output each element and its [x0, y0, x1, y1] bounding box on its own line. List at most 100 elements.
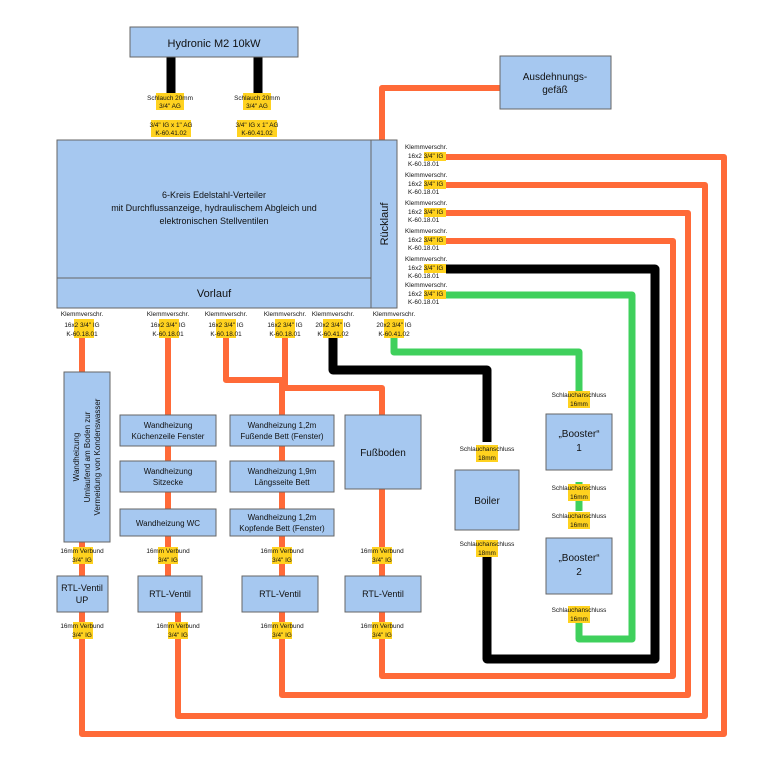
svg-text:16mm Verbund: 16mm Verbund	[156, 623, 200, 630]
bottom-port-6: Klemmverschr. 20x2 3/4" IG K-60.41.02	[373, 311, 415, 338]
svg-text:Klemmverschr.: Klemmverschr.	[312, 311, 354, 318]
svg-text:16mm: 16mm	[570, 522, 588, 529]
svg-text:K-60.41.02: K-60.41.02	[378, 331, 410, 338]
fuss-bett-line-2: Fußende Bett (Fenster)	[240, 432, 323, 441]
booster1-anschluss-in: Schlauchanschluss 16mm	[552, 391, 606, 408]
rtl-up-line-2: UP	[76, 595, 89, 605]
svg-text:Klemmverschr.: Klemmverschr.	[405, 144, 447, 151]
booster2-anschluss-in: Schlauchanschluss 16mm	[552, 512, 607, 529]
ruecklauf-label: Rücklauf	[379, 202, 391, 246]
svg-text:Schlauchanschluss: Schlauchanschluss	[552, 513, 607, 520]
fuss-bett-box	[229, 414, 335, 447]
svg-text:Klemmverschr.: Klemmverschr.	[405, 228, 447, 235]
rtl-up-box	[56, 575, 109, 613]
wc-box	[119, 508, 217, 537]
wc-label: Wandheizung WC	[136, 519, 200, 528]
verbund-2-out: 16mm Verbund 3/4" IG	[156, 622, 200, 639]
svg-text:18mm: 18mm	[478, 550, 496, 557]
svg-text:3/4" IG: 3/4" IG	[168, 632, 188, 639]
pipe-return-4	[379, 238, 676, 679]
svg-text:16x2 3/4" IG: 16x2 3/4" IG	[408, 265, 443, 272]
pipe-boiler-return	[446, 264, 660, 664]
right-port-6: Klemmverschr. 16x2 3/4" IG K-60.18.01	[405, 282, 447, 306]
svg-text:16mm Verbund: 16mm Verbund	[60, 623, 104, 630]
svg-text:Schlauchanschluss: Schlauchanschluss	[552, 485, 607, 492]
svg-text:Klemmverschr.: Klemmverschr.	[405, 172, 447, 179]
verbund-4-in: 16mm Verbund 3/4" IG	[360, 547, 404, 564]
rtl-box-3	[241, 575, 319, 613]
verbund-3-in: 16mm Verbund 3/4" IG	[260, 547, 304, 564]
right-port-4: Klemmverschr. 16x2 3/4" IG K-60.18.01	[405, 228, 447, 252]
svg-text:Klemmverschr.: Klemmverschr.	[61, 311, 103, 318]
wand-up-line-2: Umlaufend am Boden zur	[83, 411, 92, 502]
booster1-line-1: „Booster“	[558, 429, 599, 440]
kopf-bett-line-2: Kopfende Bett (Fenster)	[239, 524, 325, 533]
wand-up-line-1: Wandheizung	[72, 433, 81, 482]
kueche-box	[119, 414, 217, 447]
boiler-anschluss-out: Schlauchanschluss 18mm	[460, 540, 515, 557]
laengs-bett-line-1: Wandheizung 1,9m	[248, 467, 317, 476]
verbund-up-out: 16mm Verbund 3/4" IG	[60, 622, 104, 639]
svg-text:Klemmverschr.: Klemmverschr.	[373, 311, 415, 318]
bottom-port-1: Klemmverschr. 16x2 3/4" IG K-60.18.01	[61, 311, 103, 338]
sitzecke-line-1: Wandheizung	[144, 467, 193, 476]
laengs-bett-box	[229, 460, 335, 493]
svg-text:16mm Verbund: 16mm Verbund	[146, 548, 190, 555]
svg-text:16x2 3/4" IG: 16x2 3/4" IG	[150, 322, 185, 329]
sitzecke-line-2: Sitzecke	[153, 478, 184, 487]
top-adapter-2-b: K-60.41.02	[241, 130, 273, 137]
svg-text:20x2 3/4" IG: 20x2 3/4" IG	[315, 322, 350, 329]
svg-text:K-60.18.01: K-60.18.01	[66, 331, 98, 338]
distributor-line-1: 6-Kreis Edelstahl-Verteiler	[162, 190, 266, 200]
pipe-supply-boden	[282, 338, 385, 415]
fussboden-label: Fußboden	[360, 448, 406, 459]
pipe-expansion	[379, 85, 500, 140]
expansion-label-1: Ausdehnungs-	[523, 72, 588, 83]
top-adapter-2-a: 3/4" IG x 1" AG	[236, 122, 279, 129]
booster2-line-2: 2	[576, 567, 582, 578]
kueche-line-1: Wandheizung	[144, 421, 193, 430]
svg-text:K-60.18.01: K-60.18.01	[408, 161, 440, 168]
svg-text:3/4" IG: 3/4" IG	[272, 557, 292, 564]
booster1-box	[545, 413, 613, 471]
svg-text:Klemmverschr.: Klemmverschr.	[405, 200, 447, 207]
svg-text:K-60.18.01: K-60.18.01	[408, 189, 440, 196]
svg-text:K-60.18.01: K-60.18.01	[152, 331, 184, 338]
svg-text:16x2 3/4" IG: 16x2 3/4" IG	[208, 322, 243, 329]
booster2-line-1: „Booster“	[558, 553, 599, 564]
svg-text:16mm Verbund: 16mm Verbund	[260, 623, 304, 630]
svg-text:16mm: 16mm	[570, 494, 588, 501]
boiler-anschluss-in: Schlauchanschluss 18mm	[460, 445, 514, 462]
svg-text:Schlauchanschluss: Schlauchanschluss	[552, 607, 607, 614]
vorlauf-label: Vorlauf	[197, 288, 232, 300]
pipe-return-3	[279, 210, 691, 698]
verbund-3-out: 16mm Verbund 3/4" IG	[260, 622, 304, 639]
bottom-port-3: Klemmverschr. 16x2 3/4" IG K-60.18.01	[205, 311, 247, 338]
distributor-box	[56, 139, 398, 309]
svg-text:3/4" IG: 3/4" IG	[72, 632, 92, 639]
rtl-up-line-1: RTL-Ventil	[61, 583, 103, 593]
right-port-3: Klemmverschr. 16x2 3/4" IG K-60.18.01	[405, 200, 447, 224]
rtl-label-4: RTL-Ventil	[362, 589, 404, 599]
svg-text:16x2 3/4" IG: 16x2 3/4" IG	[408, 181, 443, 188]
svg-text:16mm: 16mm	[570, 616, 588, 623]
expansion-label-2: gefäß	[542, 85, 568, 96]
rtl-label-2: RTL-Ventil	[149, 589, 191, 599]
rtl-box-4	[344, 575, 422, 613]
top-adapter-1-a: 3/4" IG x 1" AG	[150, 122, 193, 129]
right-port-1: Klemmverschr. 16x2 3/4" IG K-60.18.01	[405, 144, 447, 168]
bottom-port-5: Klemmverschr. 20x2 3/4" IG K-60.41.02	[312, 311, 354, 338]
svg-text:Schlauchanschluss: Schlauchanschluss	[460, 541, 515, 548]
right-port-2: Klemmverschr. 16x2 3/4" IG K-60.18.01	[405, 172, 447, 196]
svg-text:K-60.18.01: K-60.18.01	[210, 331, 242, 338]
boiler-label: Boiler	[474, 496, 500, 507]
svg-text:16mm Verbund: 16mm Verbund	[260, 548, 304, 555]
booster2-box	[545, 537, 613, 595]
svg-text:K-60.18.01: K-60.18.01	[408, 273, 440, 280]
svg-text:K-60.18.01: K-60.18.01	[408, 217, 440, 224]
svg-text:Klemmverschr.: Klemmverschr.	[147, 311, 189, 318]
kopf-bett-line-1: Wandheizung 1,2m	[248, 513, 317, 522]
top-adapter-1-b: K-60.41.02	[155, 130, 187, 137]
